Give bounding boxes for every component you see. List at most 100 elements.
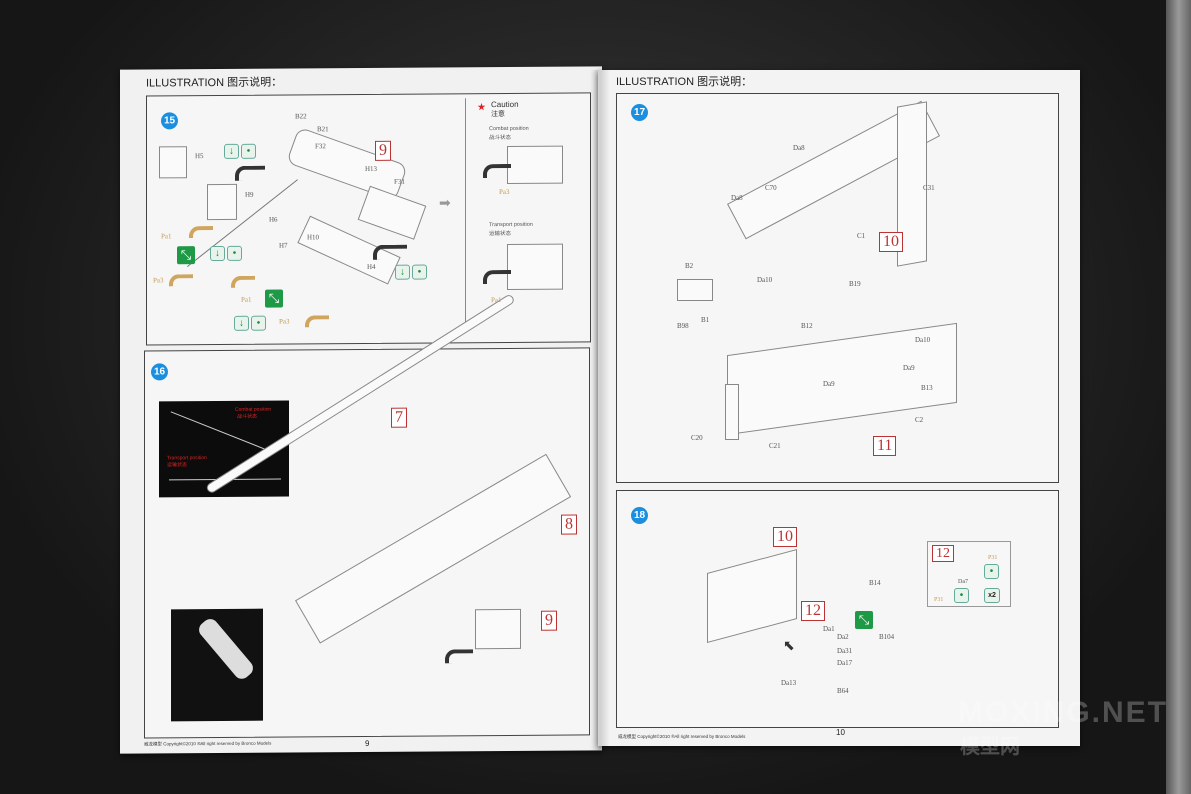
watermark-cn: 模型网	[960, 736, 1020, 758]
part-label: H6	[269, 215, 278, 224]
pe-part	[189, 226, 213, 239]
photo-label: 战斗状态	[237, 413, 258, 420]
part-label: C70	[765, 184, 777, 192]
track-part	[373, 244, 407, 260]
part-label: B19	[849, 280, 861, 288]
part-label: Da31	[837, 647, 853, 655]
reference-number: 12	[801, 601, 825, 621]
part-label: Pa1	[161, 232, 172, 241]
bend-icon: ⤡	[177, 246, 195, 265]
page-header: ILLUSTRATION 图示说明：	[146, 76, 283, 90]
part-label: Da17	[837, 659, 853, 667]
glue-icon: •	[954, 588, 969, 603]
part-label: Pa1	[241, 295, 252, 304]
part-label: C2	[915, 416, 924, 424]
manual-page-left: ILLUSTRATION 图示说明： 15 9 ⤡ ⤡ ↓• ↓• ↓• ↓• …	[120, 66, 602, 754]
track-part	[235, 165, 265, 181]
photo-label: 运输状态	[167, 462, 188, 469]
footer-copyright: 威龙模型 Copyright©2010 ®All right reserved …	[618, 734, 746, 739]
part-label: B1	[701, 316, 710, 324]
track-part	[445, 649, 473, 664]
page-number: 10	[836, 728, 845, 737]
divider-line	[187, 179, 298, 267]
bend-icon: ⤡	[855, 611, 873, 629]
step-number: 16	[151, 363, 168, 381]
fold-down-icon: ↓	[234, 315, 249, 331]
reference-number: 12	[932, 545, 954, 562]
glue-icon: •	[412, 264, 427, 280]
bend-icon: ⤡	[265, 289, 283, 308]
hull-assembly	[707, 548, 797, 644]
reference-number: 7	[391, 407, 407, 428]
part-label: Da10	[915, 336, 931, 344]
fold-down-icon: ↓	[224, 143, 239, 159]
inset-detail-box: 12 P31 Da7 P31 • • x2	[927, 541, 1011, 607]
step-number: 18	[631, 507, 648, 524]
part-label: H9	[245, 190, 254, 199]
part-label: C1	[857, 232, 866, 240]
caution-divider	[465, 98, 466, 325]
part-label: H10	[307, 233, 320, 242]
track-part	[483, 163, 511, 179]
step-16-panel: 16 Combat position 战斗状态 Transport positi…	[144, 293, 590, 739]
part-f31	[357, 185, 427, 240]
glue-icon: •	[241, 143, 256, 159]
part-label: Da2	[837, 633, 849, 641]
part-label: Da13	[781, 679, 797, 687]
transport-label-cn: 运输状态	[489, 230, 512, 238]
watermark: MOXING.NET	[958, 696, 1169, 729]
mount-diagram	[475, 608, 521, 650]
track-part	[483, 269, 511, 285]
part-label: Da9	[823, 380, 835, 388]
star-icon: ★	[477, 102, 486, 114]
part-label: Pa1	[491, 296, 502, 305]
part-label: B21	[317, 125, 329, 134]
pe-part	[169, 274, 193, 287]
footer-copyright: 威龙模型 Copyright©2010 ®All right reserved …	[144, 740, 272, 747]
part-h5	[159, 146, 187, 179]
step-number: 15	[161, 112, 178, 130]
part-label: B13	[921, 384, 933, 392]
part-label: Da10	[757, 276, 773, 284]
reference-number: 10	[773, 527, 797, 547]
step-number: 17	[631, 104, 648, 121]
part-label: F32	[315, 142, 326, 151]
reference-number: 8	[561, 514, 577, 535]
part-label: P31	[988, 555, 998, 561]
glue-icon: •	[251, 315, 266, 331]
combat-label: Combat position	[489, 125, 529, 133]
part-label: Da8	[793, 144, 805, 152]
part-h9	[207, 183, 237, 221]
caution-title-cn: 注意	[491, 110, 505, 119]
reference-number: 11	[873, 436, 897, 456]
part-label: Pa3	[499, 187, 510, 197]
multiplier-badge: x2	[984, 588, 1000, 603]
part-label: Da9	[903, 364, 915, 372]
reference-number: 10	[879, 232, 903, 252]
fold-down-icon: ↓	[395, 264, 410, 280]
combat-label-cn: 战斗状态	[489, 134, 512, 142]
combat-diagram	[507, 145, 563, 184]
reference-number: 9	[541, 610, 557, 631]
glue-icon: •	[984, 564, 999, 579]
part-label: C20	[691, 434, 703, 442]
pe-part	[305, 315, 329, 328]
part-b2	[677, 279, 713, 301]
fold-down-icon: ↓	[210, 245, 225, 262]
part-label: H7	[279, 241, 288, 250]
part-label: Pa3	[279, 317, 290, 326]
gun-combat	[170, 411, 273, 453]
gun-barrel	[195, 615, 257, 683]
page-header: ILLUSTRATION 图示说明：	[616, 76, 753, 88]
page-number: 9	[365, 738, 370, 748]
manual-page-right: ILLUSTRATION 图示说明： 17 10 11 Da8 C70 Da8 …	[598, 70, 1080, 746]
glue-icon: •	[227, 245, 242, 261]
part-label: C21	[769, 442, 781, 450]
step-15-panel: 15 9 ⤡ ⤡ ↓• ↓• ↓• ↓• B22 B21 H5 F32 H13 …	[146, 92, 591, 346]
part-label: H4	[367, 262, 376, 271]
part-label: B22	[295, 112, 307, 121]
part-label: Da7	[958, 579, 968, 585]
step-18-panel: 18 10 12 ⤡ ⬉ B14 Da1 Da2 B104 Da31 Da17 …	[616, 490, 1059, 728]
part-label: B14	[869, 579, 881, 587]
transport-diagram	[507, 243, 563, 290]
